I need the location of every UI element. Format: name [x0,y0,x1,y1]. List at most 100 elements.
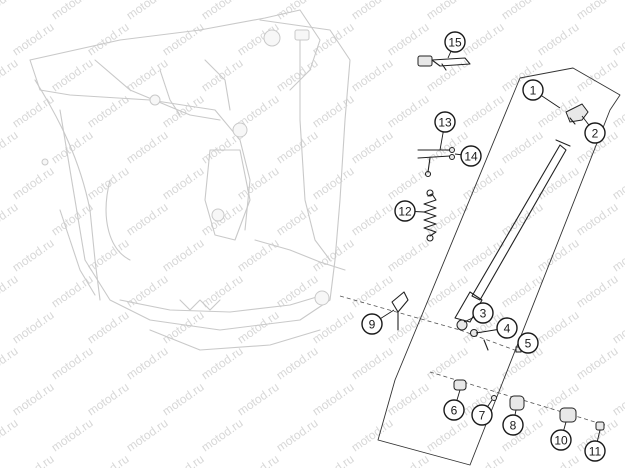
callout-circle [584,440,606,462]
watermark-text: motod.ru [349,272,396,311]
callout-10: 10 [550,421,572,451]
watermark-text: motod.ru [85,308,132,347]
watermark-text: motod.ru [574,200,621,239]
callout-number: 5 [525,337,532,351]
watermark-text: motod.ru [0,56,21,95]
watermark-text: motod.ru [10,308,57,347]
watermark-text: motod.ru [499,128,546,167]
callout-6: 6 [443,389,465,421]
watermark-text: motod.ru [199,416,246,455]
watermark-text: motod.ru [574,344,621,383]
watermark-text: motod.ru [199,0,246,22]
watermark-text: motod.ru [10,380,57,419]
watermark-text: motod.ru [310,20,357,59]
watermark-text: motod.ru [610,236,625,275]
watermark-text: motod.ru [274,128,321,167]
pivot-bolt [456,319,522,353]
watermark-text: motod.ru [574,0,621,22]
callout-circle [471,404,493,426]
watermark-text: motod.ru [385,380,432,419]
watermark-text: motod.ru [85,164,132,203]
watermark-text: motod.ru [460,452,507,468]
callout-circle [584,122,606,144]
callout-circle [434,111,456,133]
watermark-text: motod.ru [160,164,207,203]
watermark-text: motod.ru [535,20,582,59]
callout-number: 11 [589,445,602,459]
watermark-text: motod.ru [235,164,282,203]
watermark-text: motod.ru [10,20,57,59]
callout-circle [522,79,544,101]
callout-9: 9 [361,309,395,335]
watermark-text: motod.ru [424,272,471,311]
callout-11: 11 [584,429,606,462]
watermark-text: motod.ru [199,56,246,95]
watermark-text: motod.ru [10,92,57,131]
watermark-text: motod.ru [0,344,21,383]
watermark-text: motod.ru [310,164,357,203]
watermark-text: motod.ru [535,164,582,203]
watermark-text: motod.ru [535,308,582,347]
callout-number: 10 [554,434,568,448]
watermark-text: motod.ru [349,200,396,239]
callout-number: 6 [451,404,458,418]
watermark-text: motod.ru [85,236,132,275]
watermark-text: motod.ru [124,344,171,383]
watermark-text: motod.ru [610,380,625,419]
watermark-text: motod.ru [310,92,357,131]
callout-circle [460,145,482,167]
watermark-text: motod.ru [310,380,357,419]
callout-2: 2 [581,115,606,144]
watermark-text: motod.ru [385,452,432,468]
callout-circle [472,302,494,324]
watermark-text: motod.ru [610,92,625,131]
watermark-text: motod.ru [610,452,625,468]
watermark-text: motod.ru [124,0,171,22]
watermark-text: motod.ru [460,164,507,203]
callout-circle [550,429,572,451]
watermark-text: motod.ru [349,416,396,455]
callout-4: 4 [475,317,518,339]
watermark-text: motod.ru [385,236,432,275]
callout-circle [443,399,465,421]
watermark-text: motod.ru [49,416,96,455]
watermark-text: motod.ru [124,416,171,455]
watermark-text: motod.ru [424,344,471,383]
watermark-text: motod.ru [49,272,96,311]
watermark-text: motod.ru [385,164,432,203]
watermark-text: motod.ru [460,236,507,275]
watermark-text: motod.ru [124,128,171,167]
callout-circle [361,313,383,335]
callout-number: 14 [464,150,478,164]
watermark-text: motod.ru [0,128,21,167]
assembly-boundary [377,67,621,466]
watermark-text: motod.ru [535,452,582,468]
watermark-text: motod.ru [310,308,357,347]
watermark-text: motod.ru [424,416,471,455]
watermark-text: motod.ru [160,452,207,468]
watermark-text: motod.ru [274,0,321,22]
watermark-text: motod.ru [160,92,207,131]
watermark-text: motod.ru [235,236,282,275]
watermark-text: motod.ru [49,128,96,167]
watermark-text: motod.ru [199,272,246,311]
callout-number: 9 [369,318,376,332]
watermark-text: motod.ru [0,200,21,239]
watermark-text: motod.ru [310,452,357,468]
watermark-text: motod.ru [349,56,396,95]
callout-13: 13 [434,111,456,151]
watermark-text: motod.ru [349,344,396,383]
watermark-text: motod.ru [349,0,396,22]
watermark-text: motod.ru [274,272,321,311]
callout-1: 1 [522,79,561,109]
stand-spring [423,189,437,242]
callout-number: 8 [510,419,517,433]
watermark-text: motod.ru [49,344,96,383]
watermark-text: motod.ru [385,92,432,131]
watermark-text: motod.ru [274,56,321,95]
watermark-text: motod.ru [235,380,282,419]
watermark-text: motod.ru [349,128,396,167]
callout-15: 15 [444,31,466,59]
